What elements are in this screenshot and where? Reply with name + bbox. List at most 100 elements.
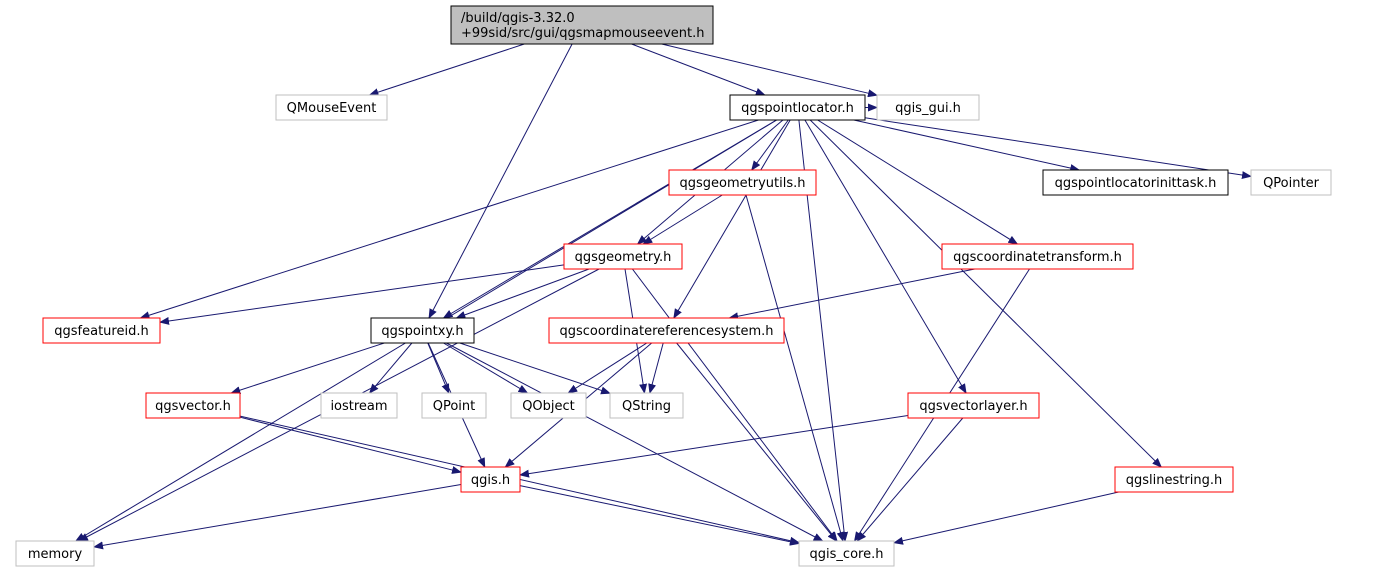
node-label: qgscoordinatetransform.h [953,250,1122,265]
node-qobject: QObject [510,392,587,419]
node-box [1250,169,1332,196]
edge-qgspointlocator-to-qgsgeometryutils [751,119,789,171]
node-qgis[interactable]: qgis.h [460,466,521,493]
node-qgsgeometry[interactable]: qgsgeometry.h [563,243,683,270]
node-qgsgeometryutils[interactable]: qgsgeometryutils.h [668,169,817,196]
edge-qgspointlocator-to-qgspointlocatorinittask [853,119,1081,172]
node-box [876,94,980,121]
node-box [907,392,1040,419]
node-label: qgspointlocator.h [741,101,854,116]
edge-qgscrs-to-qobject [567,342,648,394]
node-label: QString [622,399,671,414]
edge-qgsvectorlayer-to-qgis [519,415,909,478]
node-label: qgis.h [471,473,510,488]
node-box [42,317,161,344]
node-label: qgscoordinatereferencesystem.h [559,324,773,339]
edge-qgspointxy-to-qobject [443,342,529,394]
node-qgsvector[interactable]: qgsvector.h [145,392,241,419]
node-box [1042,169,1229,196]
edge-qgscrs-to-qstring [648,342,664,394]
node-box [729,94,866,121]
node-label: qgspointlocatorinittask.h [1055,176,1217,191]
node-qgspointxy[interactable]: qgspointxy.h [370,317,475,344]
edge-qgspointlocator-to-qgscrs [673,119,791,319]
node-label: qgslinestring.h [1126,473,1222,488]
node-qgsvectorlayer[interactable]: qgsvectorlayer.h [907,392,1040,419]
node-box [510,392,587,419]
edge-qgspointlocator-to-qgslinestring [809,119,1163,468]
edge-qgsgeometry-to-qgsfeatureid [159,264,565,325]
nodes-layer: /build/qgis-3.32.0+99sid/src/gui/qgsmapm… [15,5,1332,567]
node-box [275,94,388,121]
edge-qgspointlocator-to-qgscoordinatetransform [817,119,1019,245]
edge-qgsgeometryutils-to-qgis_core [745,194,845,542]
node-label: QPointer [1263,176,1320,191]
node-box [668,169,817,196]
node-box [548,317,785,344]
edge-root-to-qmouseevent [368,43,525,96]
node-box [320,392,398,419]
edge-qgspointxy-to-qstring [459,342,611,395]
node-root: /build/qgis-3.32.0+99sid/src/gui/qgsmapm… [450,5,714,45]
node-box [421,392,487,419]
edges-layer [74,43,1252,550]
node-label: qgsgeometryutils.h [680,176,806,191]
node-label: qgspointxy.h [381,324,463,339]
edge-qgspointxy-to-qpoint [427,342,450,394]
edge-qgsgeometry-to-qgspointxy [455,268,590,319]
node-label: qgis_gui.h [895,101,961,116]
node-label: QMouseEvent [287,101,377,116]
node-box [460,466,521,493]
edge-qgspointxy-to-qgsvector [230,342,385,395]
node-qstring: QString [609,392,684,419]
edge-qgspointlocator-to-qgsfeatureid [139,119,759,320]
node-qgspointlocatorinittask[interactable]: qgspointlocatorinittask.h [1042,169,1229,196]
node-box [1114,466,1234,493]
node-qgis_core: qgis_core.h [798,540,895,567]
node-label: qgsgeometry.h [575,250,672,265]
node-label: +99sid/src/gui/qgsmapmouseevent.h [461,26,704,41]
node-label: qgis_core.h [810,547,884,562]
node-qgscrs[interactable]: qgscoordinatereferencesystem.h [548,317,785,344]
node-qgslinestring[interactable]: qgslinestring.h [1114,466,1234,493]
node-label: memory [28,547,83,562]
node-qgscoordinatetransform[interactable]: qgscoordinatetransform.h [941,243,1134,270]
node-label: qgsvectorlayer.h [919,399,1027,414]
edge-qgspointlocator-to-qpointer [864,117,1252,180]
edge-root-to-qgspointxy [428,43,573,319]
node-label: /build/qgis-3.32.0 [461,11,575,26]
node-box [609,392,684,419]
node-memory: memory [15,540,95,567]
node-box [450,5,714,45]
node-box [370,317,475,344]
edge-qgis-to-qgis_core [519,485,800,546]
node-qgsfeatureid[interactable]: qgsfeatureid.h [42,317,161,344]
node-qgis_gui: qgis_gui.h [876,94,980,121]
edge-qgsvector-to-qgis [239,416,462,474]
edge-root-to-qgspointlocator [631,43,766,96]
edge-qgscoordinatetransform-to-qgscrs [728,268,975,321]
node-qpointer: QPointer [1250,169,1332,196]
edge-qgspointlocator-to-qgsvectorlayer [804,119,967,394]
node-box [563,243,683,270]
node-box [145,392,241,419]
node-iostream: iostream [320,392,398,419]
edge-qgscrs-to-qgis_core [676,342,838,542]
node-label: QObject [522,399,575,414]
edge-qgsgeometry-to-qgis_core [632,268,838,542]
node-label: qgsvector.h [155,399,231,414]
node-label: qgsfeatureid.h [54,324,148,339]
edge-qgsgeometryutils-to-qgsgeometry [642,194,723,245]
edge-qgsvectorlayer-to-qgis_core [856,417,964,542]
node-box [798,540,895,567]
edge-qgspointxy-to-qgis_core [446,342,824,542]
node-qmouseevent: QMouseEvent [275,94,388,121]
node-qgspointlocator[interactable]: qgspointlocator.h [729,94,866,121]
edge-qgspointxy-to-iostream [368,342,413,394]
node-box [15,540,95,567]
edge-qgis-to-memory [93,484,462,550]
edge-root-to-qgis_gui [661,43,878,98]
node-label: iostream [330,399,387,414]
edge-qgslinestring-to-qgis_core [893,491,1119,545]
